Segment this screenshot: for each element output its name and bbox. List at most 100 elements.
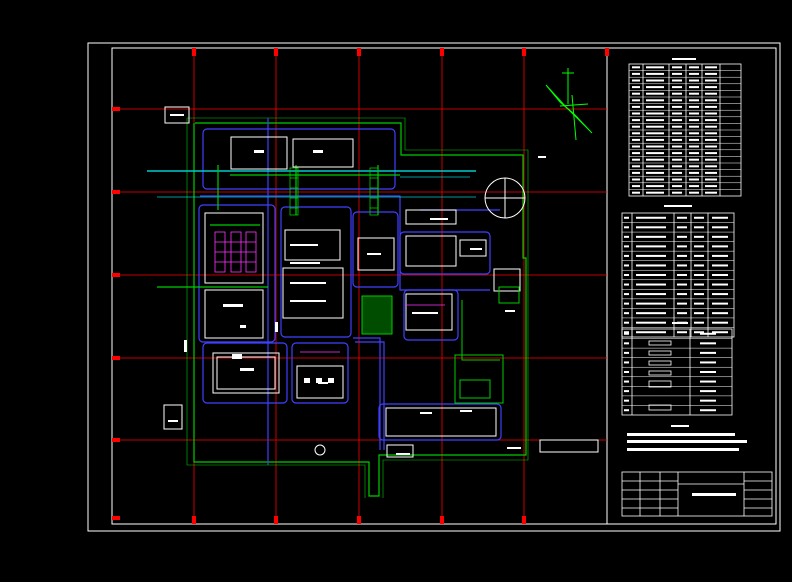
table-cell-text (712, 293, 728, 296)
table-cell-text (646, 66, 664, 69)
axis-grid (112, 48, 607, 524)
table-cell-text (646, 191, 664, 194)
indicator-table-title (664, 205, 692, 207)
table-cell-text (677, 235, 687, 238)
table-cell-text (712, 254, 728, 257)
table-cell-text (677, 254, 687, 257)
table-cell-text (624, 390, 629, 393)
storage-tanks (314, 177, 526, 456)
table-cell-text (694, 283, 704, 286)
table-cell-text (646, 138, 664, 141)
table-cell-text (636, 245, 666, 248)
table-cell-text (632, 112, 640, 115)
table-cell-text (689, 105, 699, 108)
table-cell-text (694, 254, 704, 257)
grid-tick-marks (112, 48, 609, 524)
symbol-table (621, 328, 733, 416)
indicator-table-rows (622, 216, 734, 334)
table-cell-text (700, 380, 716, 383)
table-cell-text (700, 409, 716, 412)
table-cell-text (632, 105, 640, 108)
table-cell-text (677, 331, 687, 334)
symbol-table-rows (622, 332, 732, 412)
table-cell-text (636, 235, 666, 238)
table-cell-text (705, 145, 717, 148)
table-cell-text (672, 191, 682, 194)
table-cell-text (646, 125, 664, 128)
table-cell-text (624, 302, 629, 305)
table-cell-text (689, 125, 699, 128)
table-cell-text (632, 165, 640, 168)
table-cell-text (700, 361, 716, 364)
table-cell-text (694, 321, 704, 324)
green-structures (361, 286, 520, 404)
table-cell-text (712, 312, 728, 315)
table-cell-text (705, 191, 717, 194)
table-cell-text (712, 283, 728, 286)
table-cell-text (677, 226, 687, 229)
table-cell-text (677, 274, 687, 276)
table-cell-text (705, 165, 717, 168)
table-cell-text (632, 72, 640, 75)
buildings (163, 106, 599, 458)
table-cell-text (636, 331, 666, 334)
table-cell-text (672, 158, 682, 161)
table-cell-text (705, 119, 717, 122)
table-cell-text (632, 125, 640, 128)
process-equipment (214, 231, 445, 353)
table-cell-text (694, 226, 704, 229)
table-cell-text (624, 216, 629, 219)
table-cell-text (689, 191, 699, 194)
table-cell-text (705, 152, 717, 155)
table-cell-text (689, 66, 699, 69)
table-cell-text (636, 226, 666, 229)
table-cell-text (636, 312, 666, 315)
table-cell-text (689, 145, 699, 148)
table-cell-text (689, 119, 699, 122)
table-cell-text (689, 72, 699, 75)
table-cell-text (705, 185, 717, 188)
table-cell-text (646, 158, 664, 161)
table-cell-text (712, 245, 728, 248)
table-cell-text (700, 332, 716, 335)
table-cell-text (672, 119, 682, 122)
table-cell-text (694, 312, 704, 315)
table-cell-text (705, 138, 717, 141)
table-cell-text (712, 226, 728, 229)
table-cell-text (672, 152, 682, 155)
table-cell-text (689, 165, 699, 168)
table-cell-text (712, 302, 728, 305)
table-cell-text (636, 302, 666, 305)
table-cell-text (632, 119, 640, 122)
table-cell-text (646, 79, 664, 82)
table-cell-text (632, 191, 640, 194)
table-cell-text (677, 283, 687, 286)
table-cell-text (689, 158, 699, 161)
table-cell-text (705, 178, 717, 181)
table-cell-text (705, 171, 717, 174)
table-cell-text (672, 99, 682, 102)
drawing-title-text (692, 493, 736, 496)
table-cell-text (672, 112, 682, 115)
table-cell-text (689, 79, 699, 82)
table-cell-text (632, 178, 640, 181)
table-cell-text (694, 302, 704, 305)
table-cell-text (632, 185, 640, 188)
table-cell-text (646, 119, 664, 122)
table-cell-text (712, 216, 728, 219)
table-cell-text (712, 235, 728, 238)
table-cell-text (677, 293, 687, 296)
table-cell-text (632, 158, 640, 161)
table-cell-text (700, 351, 716, 354)
table-cell-text (712, 274, 728, 276)
table-cell-text (636, 264, 666, 267)
table-cell-text (624, 274, 629, 276)
table-cell-text (689, 171, 699, 174)
table-cell-text (677, 216, 687, 219)
table-cell-text (624, 235, 629, 238)
table-cell-text (624, 409, 629, 412)
table-cell-text (705, 66, 717, 69)
table-cell-text (624, 283, 629, 286)
table-cell-text (636, 283, 666, 286)
table-cell-text (672, 79, 682, 82)
